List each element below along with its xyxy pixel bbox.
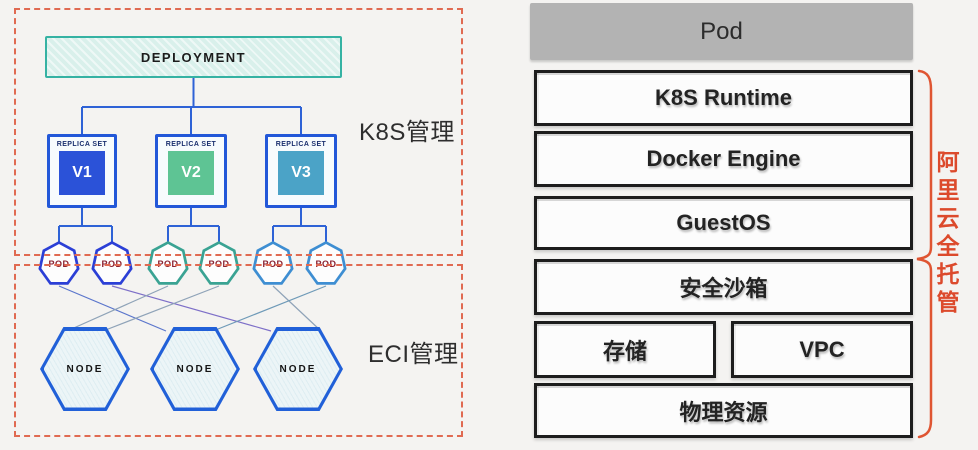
version-square-v3: V3 [278,151,324,195]
k8s-zone-label: K8S管理 [359,119,455,146]
zone-boundary-dash-top [14,254,463,256]
node-hexagon: NODE [253,327,343,411]
replica-set-title: REPLICA SET [275,141,327,148]
replica-set-box-v3: REPLICA SET V3 [265,134,337,208]
layer-guestos: GuestOS [534,196,913,250]
aliyun-fully-managed-label: 阿里云全托管 [933,150,959,318]
node-label: NODE [279,363,317,375]
layer-physical-resources: 物理资源 [534,383,913,438]
replica-set-title: REPLICA SET [56,141,108,148]
node-label: NODE [66,363,104,375]
version-square-v2: V2 [168,151,214,195]
zone-boundary-dash-bottom [14,264,463,266]
layer-k8s-runtime: K8S Runtime [534,70,913,126]
layer-storage: 存储 [534,321,716,378]
layer-security-sandbox: 安全沙箱 [534,259,913,315]
replica-set-title: REPLICA SET [165,141,217,148]
layer-vpc: VPC [731,321,913,378]
deployment-box: DEPLOYMENT [45,36,342,78]
layer-docker-engine: Docker Engine [534,131,913,187]
replica-set-box-v2: REPLICA SET V2 [155,134,227,208]
pod-octagon: POD [252,241,294,285]
replica-set-box-v1: REPLICA SET V1 [47,134,117,208]
eci-zone-label: ECI管理 [368,341,459,368]
deployment-label: DEPLOYMENT [140,49,247,65]
version-square-v1: V1 [59,151,105,195]
node-label: NODE [176,363,214,375]
pod-stack-header: Pod [530,3,913,60]
